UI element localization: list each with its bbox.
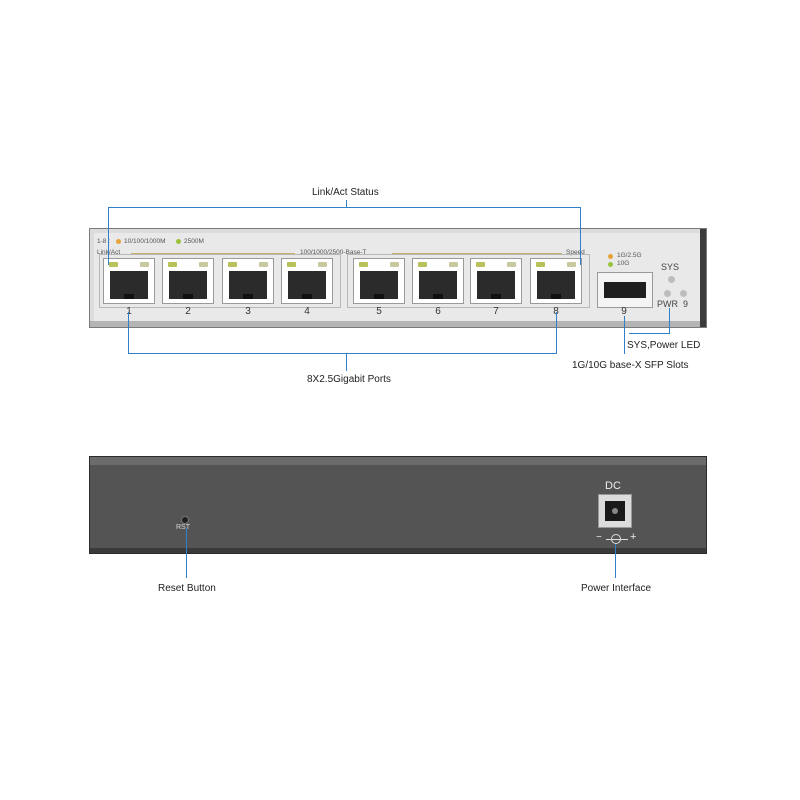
center-positive-polarity-icon <box>611 534 621 544</box>
sys-power-led-callout: SYS,Power LED <box>627 340 701 351</box>
speed-low-label: 10/100/1000M <box>124 238 166 245</box>
speed-led-icon <box>199 262 208 267</box>
link-led-icon <box>418 262 427 267</box>
link-led-icon <box>476 262 485 267</box>
port-number-4: 4 <box>304 306 310 317</box>
port-number-3: 3 <box>245 306 251 317</box>
link-led-icon <box>359 262 368 267</box>
link-led-icon <box>109 262 118 267</box>
speed-led-icon <box>259 262 268 267</box>
sys-label: SYS <box>661 262 680 272</box>
rj45-port-3[interactable] <box>222 258 274 304</box>
port-number-5: 5 <box>376 306 382 317</box>
rj45-port-4[interactable] <box>281 258 333 304</box>
speed-led-icon <box>318 262 327 267</box>
port-socket <box>477 271 515 299</box>
rj45-port-2[interactable] <box>162 258 214 304</box>
port-group-right <box>347 254 590 308</box>
port-socket <box>537 271 575 299</box>
port-number-1: 1 <box>126 306 132 317</box>
power-interface-callout: Power Interface <box>581 583 652 594</box>
led-group-label: 1-8 : <box>97 238 111 245</box>
speed-led-icon <box>507 262 516 267</box>
rear-bottom-edge <box>90 548 706 553</box>
sfp-callout-stem <box>624 316 625 354</box>
port-socket <box>169 271 207 299</box>
polarity-minus-label: − <box>596 532 602 543</box>
ports-callout-bar <box>128 353 557 354</box>
link-led-icon <box>228 262 237 267</box>
port-socket <box>419 271 457 299</box>
front-side-edge <box>700 229 706 327</box>
rj45-port-8[interactable] <box>530 258 582 304</box>
dc-label: DC <box>605 480 621 492</box>
rst-label: RST <box>176 524 190 531</box>
reset-button-callout: Reset Button <box>158 583 216 594</box>
link-led-icon <box>287 262 296 267</box>
sys-led-icon <box>668 276 675 283</box>
dc-jack-pin <box>612 508 618 514</box>
sfp-green-led-icon <box>608 262 613 267</box>
port-number-2: 2 <box>185 306 191 317</box>
speed-led-icon <box>140 262 149 267</box>
pwr-label: PWR <box>657 299 678 309</box>
speed-led-icon <box>390 262 399 267</box>
speed-label: Speed <box>566 249 585 256</box>
power-callout-stem <box>615 544 616 578</box>
sfp-speed-low-label: 1G/2.5G <box>617 252 642 259</box>
ports-callout-stem <box>346 353 347 371</box>
ports-callout-right <box>556 312 557 354</box>
ports-callout: 8X2.5Gigabit Ports <box>307 374 391 385</box>
link-act-status-callout: Link/Act Status <box>312 187 379 198</box>
front-bottom-edge <box>90 321 706 327</box>
orange-led-legend-icon <box>116 239 121 244</box>
port-number-7: 7 <box>493 306 499 317</box>
speed-high-label: 2500M <box>184 238 204 245</box>
dc-power-jack[interactable] <box>598 494 632 528</box>
link-led-icon <box>168 262 177 267</box>
link-led-icon <box>536 262 545 267</box>
reset-button[interactable] <box>181 516 189 524</box>
sfp-slots-callout: 1G/10G base-X SFP Slots <box>572 360 689 371</box>
rj45-port-1[interactable] <box>103 258 155 304</box>
link-act-callout-bar <box>108 207 581 208</box>
rj45-port-6[interactable] <box>412 258 464 304</box>
green-led-legend-icon <box>176 239 181 244</box>
polarity-plus-label: + <box>630 531 637 543</box>
reset-callout-stem <box>186 528 187 578</box>
sys-power-callout-stem <box>669 308 670 334</box>
sfp-port-number: 9 <box>621 306 627 317</box>
pwr-led-icon <box>664 290 671 297</box>
port-socket <box>288 271 326 299</box>
sfp-orange-led-icon <box>608 254 613 259</box>
speed-led-icon <box>567 262 576 267</box>
port-socket <box>229 271 267 299</box>
ports-callout-left <box>128 312 129 354</box>
port-type-label: 100/1000/2500-Base-T <box>300 249 367 256</box>
port-socket <box>360 271 398 299</box>
port-number-6: 6 <box>435 306 441 317</box>
port-type-divider-left <box>131 253 295 254</box>
sfp-cage <box>604 282 646 298</box>
link-act-callout-stem <box>346 200 347 208</box>
port-number-8: 8 <box>546 306 566 317</box>
sys-power-callout-bar <box>629 333 670 334</box>
sfp-slot-9[interactable] <box>597 272 653 308</box>
port9-led-icon <box>680 290 687 297</box>
pwr-port-number: 9 <box>683 299 689 309</box>
port-socket <box>110 271 148 299</box>
speed-led-icon <box>449 262 458 267</box>
rj45-port-7[interactable] <box>470 258 522 304</box>
rj45-port-5[interactable] <box>353 258 405 304</box>
link-act-callout-right <box>580 207 581 265</box>
port-type-divider-right <box>392 253 562 254</box>
sfp-speed-high-label: 10G <box>617 260 630 267</box>
port-group-left <box>99 254 341 308</box>
link-act-callout-left <box>108 207 109 265</box>
rear-top-edge <box>90 457 706 465</box>
